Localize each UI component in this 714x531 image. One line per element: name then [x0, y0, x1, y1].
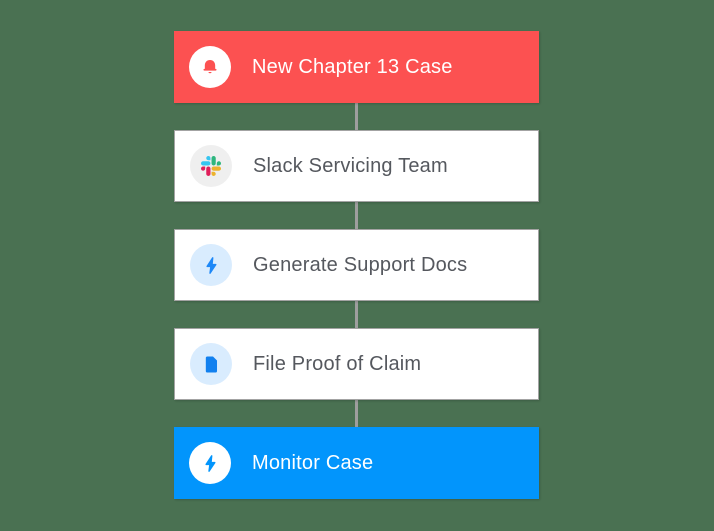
- slack-icon: [190, 145, 232, 187]
- step-label: Monitor Case: [252, 451, 374, 474]
- step-label: New Chapter 13 Case: [252, 55, 453, 78]
- workflow-step-monitor-case[interactable]: Monitor Case: [174, 427, 539, 499]
- workflow-step-file-proof-of-claim[interactable]: File Proof of Claim: [174, 328, 539, 400]
- document-icon: [190, 343, 232, 385]
- lightning-bolt-icon: [189, 442, 231, 484]
- lightning-bolt-icon: [190, 244, 232, 286]
- workflow-column: New Chapter 13 Case Slack Servicing Team: [174, 31, 539, 499]
- step-label: File Proof of Claim: [253, 352, 422, 375]
- step-label: Generate Support Docs: [253, 253, 468, 276]
- workflow-step-new-chapter-13-case[interactable]: New Chapter 13 Case: [174, 31, 539, 103]
- bell-icon: [189, 46, 231, 88]
- step-label: Slack Servicing Team: [253, 154, 448, 177]
- workflow-step-slack-servicing-team[interactable]: Slack Servicing Team: [174, 130, 539, 202]
- workflow-step-generate-support-docs[interactable]: Generate Support Docs: [174, 229, 539, 301]
